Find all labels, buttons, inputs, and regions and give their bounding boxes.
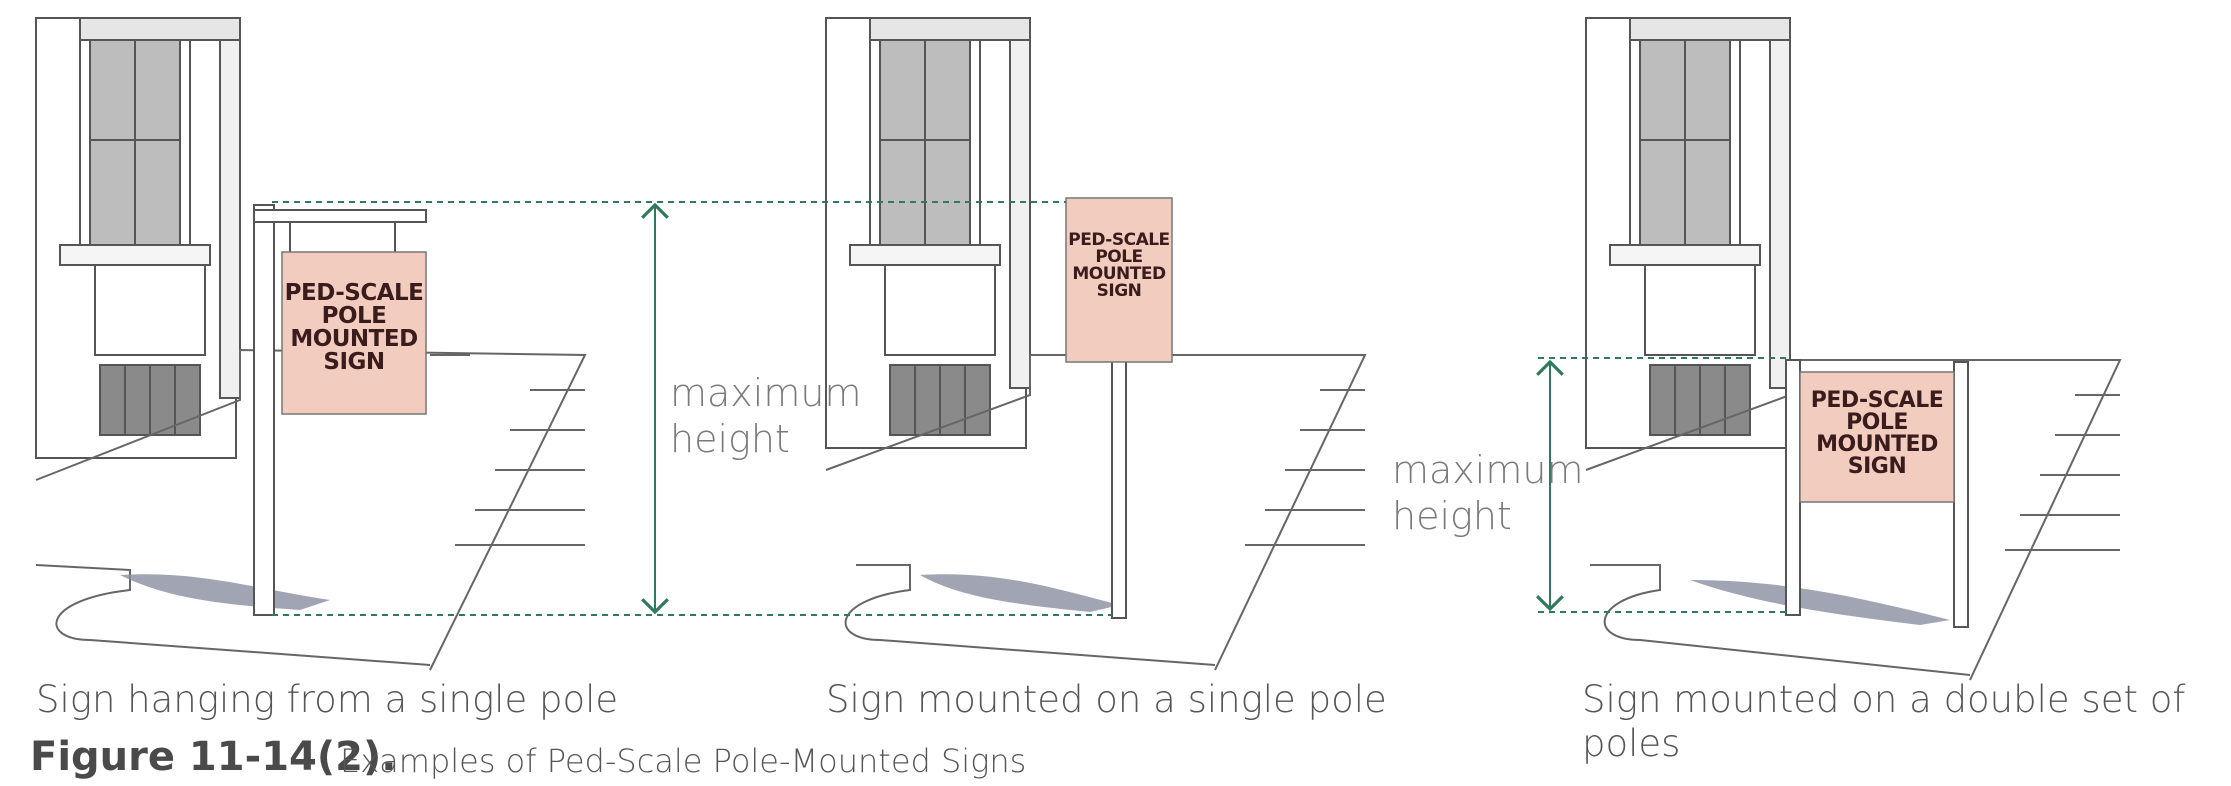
sign-text-1: PED-SCALE POLE MOUNTED SIGN <box>284 280 424 375</box>
right-pole <box>1953 361 1969 628</box>
hanging-sign <box>281 251 427 415</box>
mounted-sign <box>1065 197 1173 363</box>
sidewalk-1 <box>35 348 587 671</box>
panel-3-caption: Sign mounted on a double set of poles <box>1582 678 2186 765</box>
single-pole <box>1111 359 1127 619</box>
building-1 <box>35 17 241 459</box>
sign-text-3: PED-SCALE POLE MOUNTED SIGN <box>1810 388 1944 479</box>
panel-1-scene <box>35 17 587 671</box>
shadow-2 <box>920 574 1120 612</box>
dimension-label-1: maximum height <box>670 371 862 461</box>
building-2 <box>825 17 1031 449</box>
left-pole <box>1785 359 1801 616</box>
panel-2-caption: Sign mounted on a single pole <box>826 678 1387 721</box>
dimension-label-2: maximum height <box>1392 448 1584 538</box>
panel-1-caption: Sign hanging from a single pole <box>36 678 619 721</box>
sidewalk-2 <box>825 354 1367 671</box>
panel-3-scene <box>1585 17 2122 681</box>
panel-2-scene <box>825 17 1367 671</box>
figure-number: Figure 11-14(2). <box>30 734 397 780</box>
figure-title: Examples of Ped-Scale Pole-Mounted Signs <box>340 742 1027 780</box>
shadow-1 <box>120 574 330 610</box>
dimension-lines <box>272 201 1790 616</box>
hanging-pole <box>253 204 427 616</box>
shadow-3 <box>1690 580 1950 625</box>
sign-text-2: PED-SCALE POLE MOUNTED SIGN <box>1068 230 1170 301</box>
double-pole-sign <box>1799 371 1955 503</box>
building-3 <box>1585 17 1791 449</box>
